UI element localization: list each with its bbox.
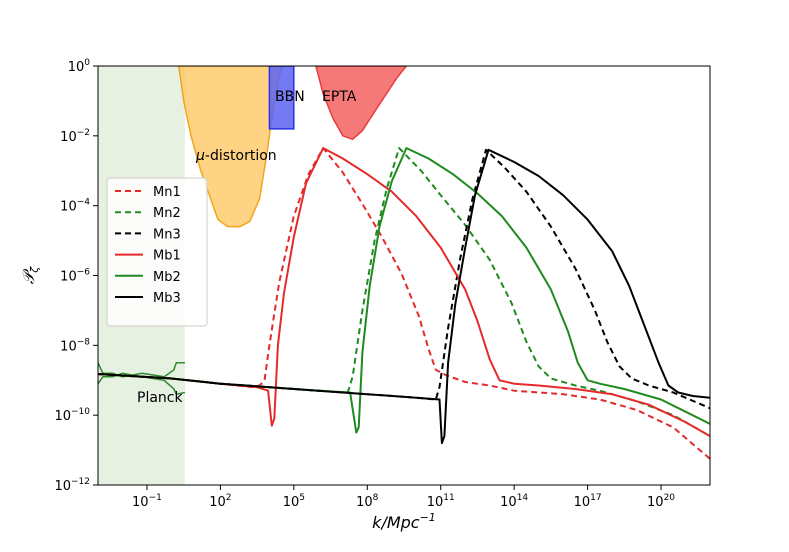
y-axis-label: 𝒫ζ [19, 266, 41, 285]
x-tick-label: 10−1 [132, 493, 162, 510]
x-tick-label: 1017 [574, 493, 602, 510]
axes-layer: 10−1 102 105 108 1011 1014 1017 1020 100 10−2 10−4… [19, 58, 675, 532]
legend-label-mn2: Mn2 [153, 206, 181, 221]
x-tick-label: 1020 [647, 493, 675, 510]
y-tick-label: 10−12 [54, 477, 90, 494]
region-label-epta: EPTA [322, 89, 357, 105]
region-epta [315, 66, 408, 141]
y-tick-label: 100 [68, 58, 91, 75]
series-line-mb1 [98, 147, 710, 437]
planck-band-upper [98, 362, 185, 378]
x-tick-label: 1011 [427, 493, 455, 510]
x-axis-label: k/Mpc−1 [372, 511, 436, 532]
legend-label-mn3: Mn3 [153, 227, 181, 242]
legend-label-mb2: Mb2 [153, 270, 181, 285]
region-bbn [268, 66, 295, 130]
region-label-planck: Planck [137, 390, 183, 406]
y-tick-label: 10−8 [60, 337, 90, 354]
series-line-mb3 [98, 148, 710, 445]
legend-label-mn1: Mn1 [153, 185, 181, 200]
x-tick-label: 108 [356, 493, 379, 510]
y-tick-label: 10−4 [60, 198, 90, 215]
series-layer [98, 147, 710, 460]
x-tick-label: 102 [209, 493, 231, 510]
region-label-bbn: BBN [275, 89, 305, 105]
y-tick-label: 10−6 [60, 268, 90, 285]
y-tick-label: 10−2 [60, 128, 90, 145]
y-tick-label: 10−10 [54, 407, 90, 424]
x-tick-label: 1014 [500, 493, 528, 510]
legend-label-mb1: Mb1 [153, 249, 181, 264]
series-line-mn1 [98, 147, 710, 460]
labels-layer: Planck μ-distortion BBN EPTA [137, 89, 357, 406]
legend-label-mb3: Mb3 [153, 291, 181, 306]
region-label-mu-distortion: μ-distortion [195, 148, 277, 164]
x-tick-label: 105 [283, 493, 305, 510]
legend-frame [106, 177, 208, 327]
